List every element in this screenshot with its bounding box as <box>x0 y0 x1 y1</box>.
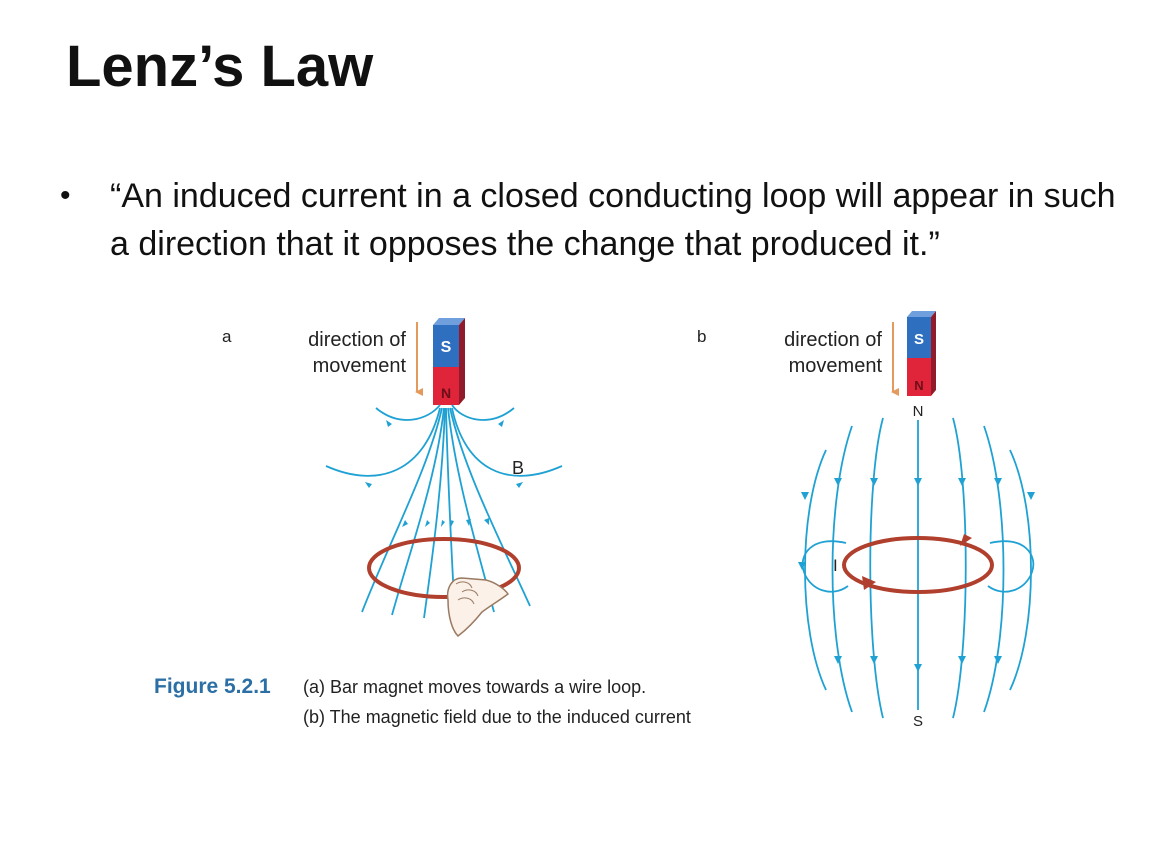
panel-a-field-label: B <box>512 458 524 478</box>
panel-b-direction-line1: direction of <box>784 329 882 351</box>
current-arrow-icon <box>862 576 876 590</box>
bullet-icon: • <box>60 179 71 212</box>
panel-b-letter: b <box>697 327 706 346</box>
panel-a-direction-line2: movement <box>313 355 407 377</box>
panel-b: b direction of movement S N N S <box>697 311 1035 730</box>
panel-b-magnet-n: N <box>914 378 923 393</box>
panel-b-current-label: I <box>833 556 838 575</box>
figure-caption: Figure 5.2.1 (a) Bar magnet moves toward… <box>154 675 691 727</box>
panel-b-direction-line2: movement <box>789 355 883 377</box>
caption-line-1: (a) Bar magnet moves towards a wire loop… <box>303 677 646 697</box>
panel-a-magnet-n: N <box>441 385 451 401</box>
panel-b-pole-top: N <box>913 403 924 420</box>
panel-b-magnet-s: S <box>914 331 924 348</box>
panel-a-bar-magnet: S N <box>433 318 465 405</box>
slide-title: Lenz’s Law <box>66 34 374 99</box>
panel-b-field-arrows <box>798 478 1035 672</box>
panel-a-letter: a <box>222 327 232 346</box>
panel-a-field-lines <box>325 404 563 619</box>
panel-b-wire-loop <box>842 536 994 594</box>
panel-b-field-lines <box>801 417 1035 719</box>
lenz-law-quote: “An induced current in a closed conducti… <box>110 177 1116 263</box>
panel-a-magnet-s: S <box>441 339 452 356</box>
right-hand-icon <box>446 577 510 637</box>
panel-a-field-arrows <box>365 420 523 527</box>
panel-b-bar-magnet: S N <box>907 311 936 396</box>
panel-b-pole-bottom: S <box>913 713 923 730</box>
panel-a: a direction of movement S N <box>222 318 563 637</box>
panel-a-direction-line1: direction of <box>308 329 406 351</box>
caption-line-2: (b) The magnetic field due to the induce… <box>303 707 691 727</box>
panel-a-wire-loop <box>367 537 521 599</box>
current-arrow-icon-2 <box>960 534 972 546</box>
figure-number: Figure 5.2.1 <box>154 675 271 698</box>
